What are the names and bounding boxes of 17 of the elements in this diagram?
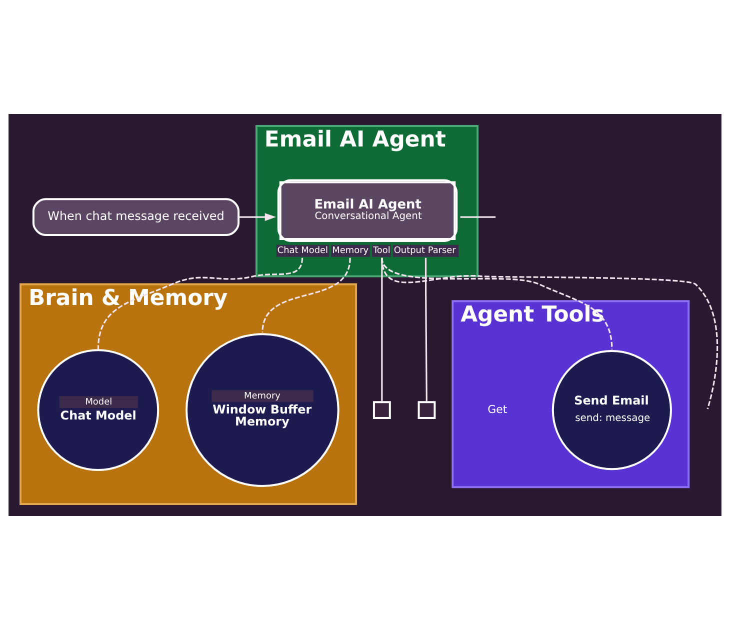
node-circle: Send Email send: message [552, 350, 672, 470]
connector [460, 216, 496, 218]
node-box: When chat message received [32, 198, 240, 236]
node-box [372, 401, 391, 420]
node-label: Output Parser [394, 246, 456, 256]
connector [424, 258, 428, 402]
node-circle: Model Chat Model [37, 349, 160, 472]
label: Get [488, 402, 508, 416]
connector [381, 258, 613, 350]
connector [97, 258, 304, 350]
connector [381, 258, 718, 410]
node-label: Memory [332, 246, 369, 256]
node-label: Chat Model [277, 246, 328, 256]
arrow [238, 213, 276, 221]
node-circle: Memory Window Buffer Memory [186, 333, 340, 487]
node-label: Tool [372, 246, 390, 256]
node-box [418, 401, 436, 420]
